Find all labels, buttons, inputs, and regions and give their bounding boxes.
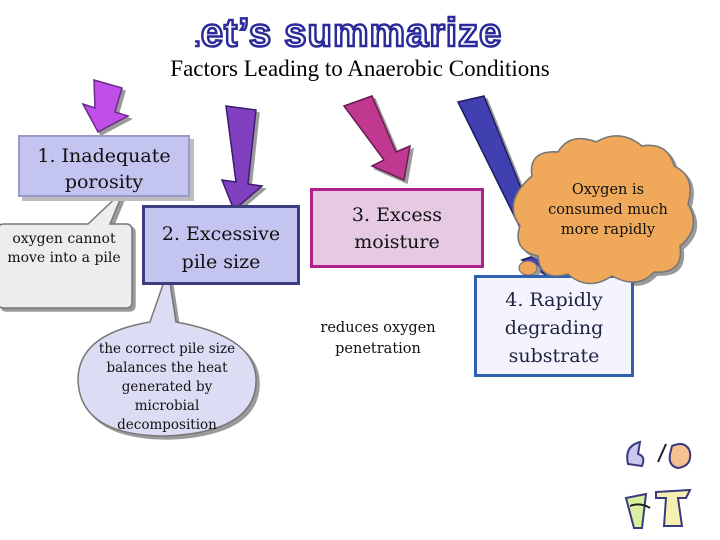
factor-1-box: 1. Inadequate porosity xyxy=(18,135,190,197)
pile-size-note: the correct pile size balances the heat … xyxy=(98,341,236,433)
wordart-title-text: Let’s summarize : xyxy=(195,11,510,55)
decorative-clipart-icon xyxy=(624,440,692,529)
moisture-note: reduces oxygen penetration xyxy=(320,320,436,357)
substrate-note: Oxygen is consumed much more rapidly xyxy=(548,182,668,238)
callout-pile-size xyxy=(77,269,257,437)
porosity-note: oxygen cannot move into a pile xyxy=(7,231,121,266)
arrow-to-factor-2 xyxy=(220,105,264,212)
callout-porosity xyxy=(0,189,133,309)
factor-3-box: 3. Excess moisture xyxy=(310,188,484,268)
wordart-title: Let’s summarize : xyxy=(195,10,510,56)
subtitle: Factors Leading to Anaerobic Conditions xyxy=(170,56,550,81)
arrow-to-factor-3 xyxy=(342,95,411,182)
factor-4-box: 4. Rapidly degrading substrate xyxy=(474,275,634,377)
arrow-to-factor-1 xyxy=(81,78,130,134)
factor-2-box: 2. Excessive pile size xyxy=(142,205,300,285)
